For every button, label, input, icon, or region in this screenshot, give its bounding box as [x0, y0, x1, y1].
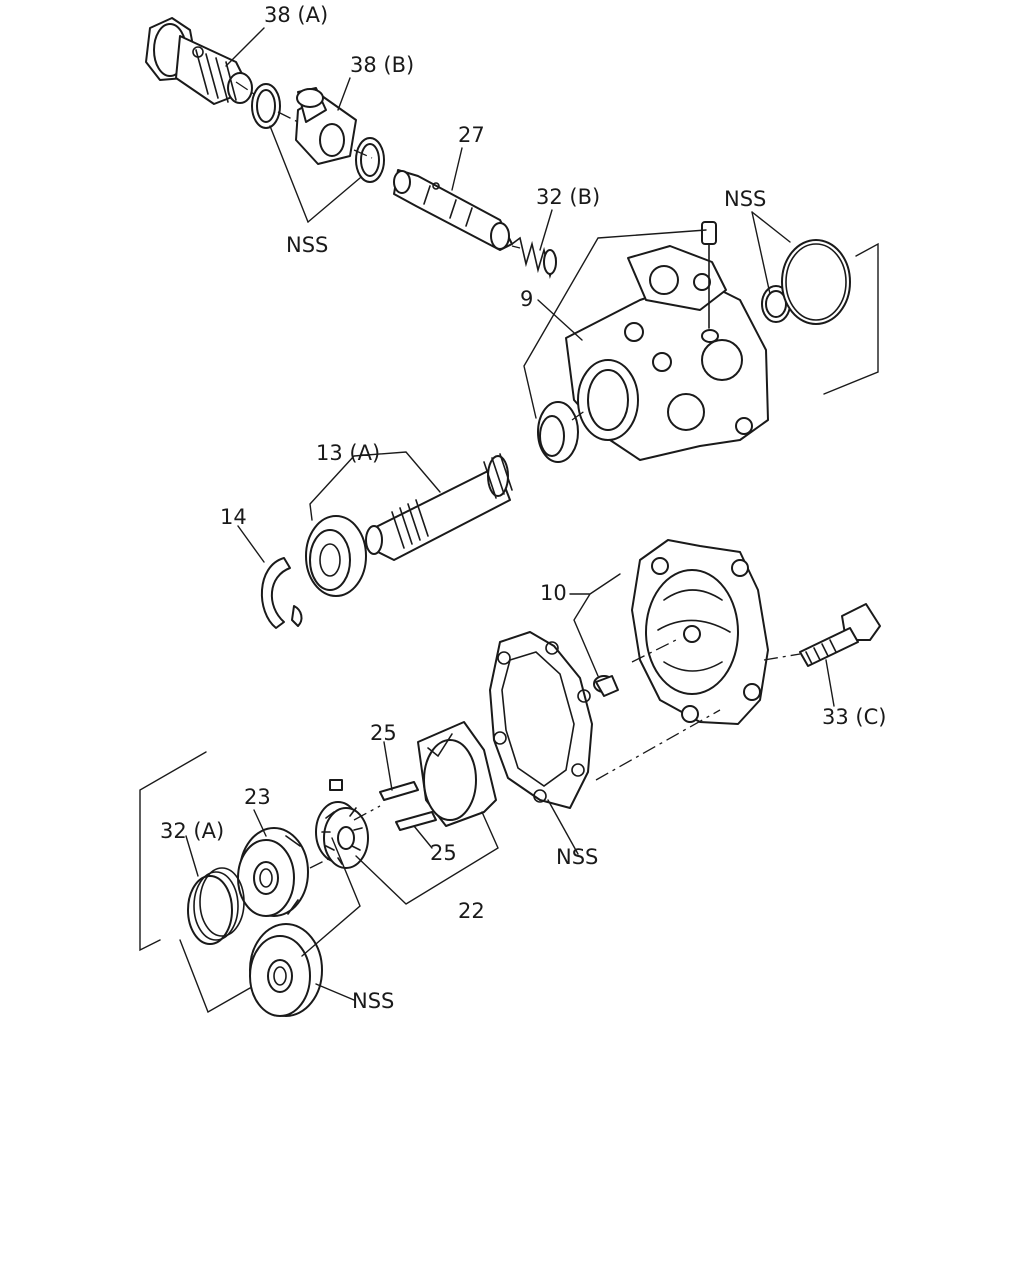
label-part-25-lower: 25 — [430, 841, 457, 865]
gasket-38a-nss[interactable] — [251, 83, 281, 129]
assembly-centerlines — [235, 81, 801, 869]
gasket-38b-nss[interactable] — [355, 137, 385, 183]
label-part-14: 14 — [220, 505, 247, 529]
part-22-cam-ring[interactable] — [417, 721, 497, 827]
label-nss-right: NSS — [724, 187, 766, 211]
pump-rotor[interactable] — [315, 779, 369, 869]
label-nss-bottom: NSS — [352, 989, 394, 1013]
part-25-pin-upper[interactable] — [379, 781, 419, 801]
end-cover-dowel[interactable] — [593, 675, 619, 697]
part-25-pin-lower[interactable] — [395, 811, 437, 831]
part-13a-drive-shaft[interactable] — [365, 453, 513, 561]
label-part-27: 27 — [458, 123, 485, 147]
label-part-23: 23 — [244, 785, 271, 809]
label-nss-top: NSS — [286, 233, 328, 257]
label-part-32b: 32 (B) — [536, 185, 600, 209]
label-part-33c: 33 (C) — [822, 705, 886, 729]
part-33c-bolt[interactable] — [799, 603, 881, 667]
nss-side-plate[interactable] — [249, 923, 323, 1017]
label-part-32a: 32 (A) — [160, 819, 224, 843]
label-part-25-upper: 25 — [370, 721, 397, 745]
leader-lines — [179, 27, 835, 1014]
part-10-end-cover[interactable] — [631, 539, 769, 725]
part-14-snap-ring[interactable] — [260, 557, 303, 629]
part-38b-elbow[interactable] — [295, 87, 357, 165]
part-23-pressure-plate[interactable] — [237, 827, 309, 917]
housing-dowel-pin[interactable] — [701, 221, 719, 343]
o-ring-large-nss[interactable] — [781, 239, 851, 325]
label-part-13a: 13 (A) — [316, 441, 380, 465]
label-part-10: 10 — [540, 581, 567, 605]
part-32a-spring[interactable] — [187, 867, 245, 945]
label-part-9: 9 — [520, 287, 533, 311]
housing-oil-seal[interactable] — [537, 401, 579, 463]
label-part-38b: 38 (B) — [350, 53, 414, 77]
nss-plate-gasket[interactable] — [489, 631, 593, 809]
group-bracket-left — [139, 751, 207, 952]
label-part-22: 22 — [458, 899, 485, 923]
part-27-flow-control-valve[interactable] — [393, 169, 513, 251]
part-32b-spring[interactable] — [511, 236, 557, 279]
part-38a-connector[interactable] — [145, 17, 253, 105]
label-nss-gasket: NSS — [556, 845, 598, 869]
part-9-pump-housing[interactable] — [565, 245, 769, 461]
shaft-bearing[interactable] — [305, 515, 367, 597]
group-bracket-right — [823, 242, 879, 395]
part-labels: 38 (A) 38 (B) NSS 27 32 (B) NSS 9 13 (A)… — [160, 3, 886, 1013]
label-part-38a: 38 (A) — [264, 3, 328, 27]
